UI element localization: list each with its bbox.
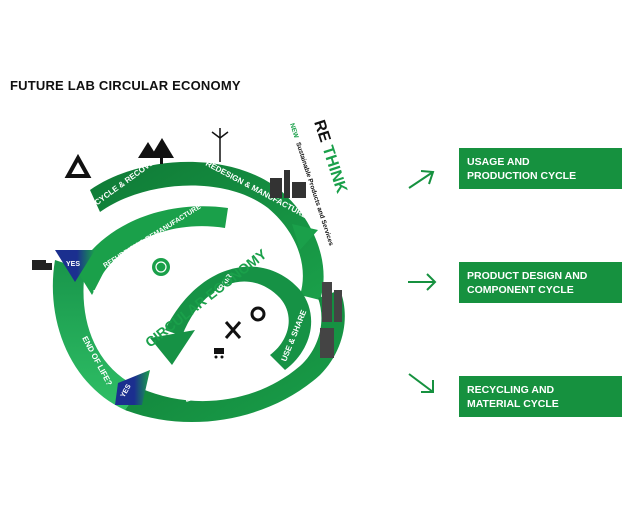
refurbish-band xyxy=(80,206,228,278)
cycle-line-2: PRODUCTION CYCLE xyxy=(467,169,577,182)
left-cycle-band xyxy=(52,260,140,410)
arrow-recycling-cycle xyxy=(408,373,434,393)
page-title: FUTURE LAB CIRCULAR ECONOMY xyxy=(10,78,241,93)
tools-icon xyxy=(224,321,242,339)
cycle-line-1: RECYCLING AND xyxy=(467,383,555,396)
factory-icon xyxy=(270,170,306,198)
cycle-line-1: USAGE AND xyxy=(467,155,530,168)
outer-cycle-band xyxy=(90,161,324,300)
rethink-think: THINK xyxy=(319,144,350,196)
city-skyline-icon xyxy=(320,282,342,358)
label-yes-top: YES xyxy=(66,261,80,268)
outer-arrow-head xyxy=(292,224,318,250)
cycle-line-1: PRODUCT DESIGN AND xyxy=(467,269,588,282)
circular-economy-diagram: RECYCLE & RECOVER REDESIGN & MANUFACTURE… xyxy=(32,118,350,423)
cycle-line-2: COMPONENT CYCLE xyxy=(467,283,574,296)
reuse-band xyxy=(165,266,312,370)
wind-turbine-icon xyxy=(211,128,229,162)
yes-tab-top xyxy=(55,250,95,282)
rethink-re: RE xyxy=(310,118,333,145)
reuse-arrow-head xyxy=(150,330,195,365)
cycle-line-2: MATERIAL CYCLE xyxy=(467,397,559,410)
label-no-top: NO xyxy=(93,290,104,297)
usage-production-cycle-box: USAGE AND PRODUCTION CYCLE xyxy=(459,148,622,189)
refresh-icon xyxy=(250,306,266,322)
truck-icon xyxy=(32,260,52,270)
globe-badge-icon xyxy=(152,258,170,276)
label-no-bottom: NO xyxy=(165,367,176,374)
product-design-cycle-box: PRODUCT DESIGN AND COMPONENT CYCLE xyxy=(459,262,622,303)
recycle-icon xyxy=(64,153,92,178)
shopping-cart-icon xyxy=(214,348,224,359)
new-label: NEW xyxy=(288,122,300,139)
recycling-material-cycle-box: RECYCLING AND MATERIAL CYCLE xyxy=(459,376,622,417)
arrow-design-cycle xyxy=(408,273,437,291)
bottom-cycle-band xyxy=(125,290,345,423)
arrow-usage-cycle xyxy=(408,170,435,189)
trees-icon xyxy=(138,138,174,164)
yes-tab-bottom xyxy=(115,370,150,405)
